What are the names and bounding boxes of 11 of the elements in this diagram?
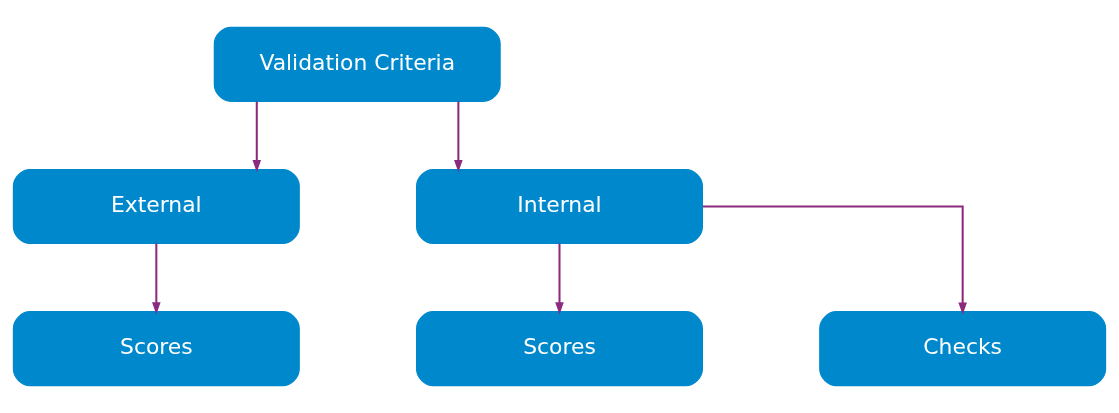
- node-box: Validation Criteria: [213, 26, 501, 102]
- node-box: Checks: [819, 311, 1107, 387]
- node-box: Scores: [12, 311, 300, 387]
- node-box: Scores: [416, 311, 703, 387]
- arrow: [555, 243, 564, 315]
- arrow: [152, 243, 161, 315]
- arrow: [252, 101, 262, 173]
- node-box: External: [12, 168, 300, 245]
- arrow: [702, 205, 967, 315]
- node-box: Internal: [416, 168, 703, 245]
- arrow: [454, 101, 463, 173]
